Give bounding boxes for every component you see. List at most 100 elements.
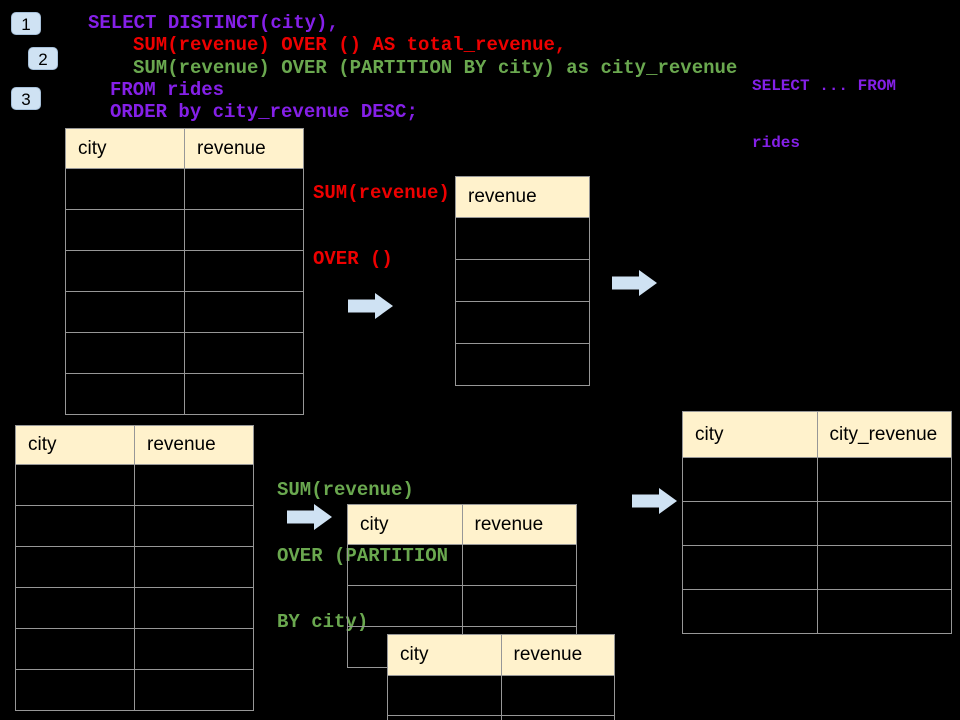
side-note-select-from-rides: SELECT ... FROM rides	[752, 39, 896, 191]
empty-cell	[184, 168, 304, 210]
empty-cell	[15, 587, 135, 629]
sql-line-from: FROM rides	[110, 79, 225, 101]
empty-cell	[461, 544, 577, 586]
column-header: city	[682, 411, 818, 458]
empty-cell	[816, 501, 952, 546]
empty-cell	[65, 291, 185, 333]
empty-cell	[682, 589, 818, 634]
step-badge-2: 2	[28, 47, 58, 70]
column-header: city	[387, 634, 502, 676]
empty-cell	[65, 209, 185, 251]
table-row	[682, 457, 952, 502]
table-row	[455, 217, 590, 260]
table-row	[15, 587, 254, 629]
empty-cell	[682, 457, 818, 502]
arrow-right-icon	[612, 270, 657, 296]
column-header: city	[15, 425, 135, 465]
side-note-line-2: rides	[752, 134, 801, 152]
column-header: revenue	[184, 128, 304, 169]
empty-cell	[184, 332, 304, 374]
table-row	[65, 250, 304, 292]
empty-cell	[15, 546, 135, 588]
table-row	[65, 332, 304, 374]
column-header: city	[65, 128, 185, 169]
table-row	[682, 589, 952, 634]
empty-cell	[15, 464, 135, 506]
empty-cell	[816, 545, 952, 590]
arrow-right-icon	[348, 293, 393, 319]
step-badge-1: 1	[11, 12, 41, 35]
empty-cell	[682, 545, 818, 590]
empty-cell	[184, 373, 304, 415]
table-row	[455, 343, 590, 386]
label-line: SUM(revenue)	[313, 182, 450, 204]
empty-cell	[184, 250, 304, 292]
empty-cell	[184, 209, 304, 251]
column-header: city_revenue	[816, 411, 952, 458]
side-note-line-1: SELECT ... FROM	[752, 77, 897, 95]
empty-cell	[347, 585, 463, 627]
empty-cell	[387, 675, 502, 716]
table-row	[682, 501, 952, 546]
empty-cell	[134, 628, 254, 670]
sql-line-select: SELECT DISTINCT(city),	[88, 12, 339, 34]
table-row	[65, 373, 304, 415]
label-line: SUM(revenue)	[277, 479, 414, 501]
empty-cell	[15, 669, 135, 711]
empty-cell	[65, 332, 185, 374]
table-row	[455, 301, 590, 344]
empty-cell	[15, 505, 135, 547]
empty-cell	[134, 587, 254, 629]
table-row	[347, 544, 577, 586]
table-row	[15, 546, 254, 588]
table-row	[682, 545, 952, 590]
sql-line-sum-total: SUM(revenue) OVER () AS total_revenue,	[133, 34, 567, 56]
empty-cell	[461, 585, 577, 627]
empty-cell	[455, 217, 590, 260]
empty-cell	[455, 301, 590, 344]
arrow-right-icon	[287, 504, 332, 530]
table-row	[455, 259, 590, 302]
empty-cell	[682, 501, 818, 546]
table-row	[347, 585, 577, 627]
table-row	[15, 669, 254, 711]
empty-cell	[387, 715, 502, 720]
empty-cell	[65, 250, 185, 292]
empty-cell	[455, 259, 590, 302]
empty-cell	[500, 675, 615, 716]
empty-cell	[816, 457, 952, 502]
column-header: city	[347, 504, 463, 545]
table-row	[15, 505, 254, 547]
empty-cell	[65, 168, 185, 210]
table-row	[387, 715, 615, 720]
sql-line-sum-partition: SUM(revenue) OVER (PARTITION BY city) as…	[133, 57, 738, 79]
table-row	[387, 675, 615, 716]
empty-cell	[134, 505, 254, 547]
table-row	[65, 209, 304, 251]
empty-cell	[15, 628, 135, 670]
column-header: revenue	[455, 176, 590, 218]
label-sum-over-total: SUM(revenue) OVER ()	[313, 138, 450, 314]
revenue-column-table: revenue	[455, 176, 590, 386]
empty-cell	[134, 669, 254, 711]
empty-cell	[184, 291, 304, 333]
column-header: revenue	[134, 425, 254, 465]
table-row	[15, 628, 254, 670]
empty-cell	[134, 546, 254, 588]
empty-cell	[65, 373, 185, 415]
table-row	[65, 291, 304, 333]
empty-cell	[816, 589, 952, 634]
step-badge-3: 3	[11, 87, 41, 110]
table-row	[15, 464, 254, 506]
empty-cell	[500, 715, 615, 720]
table-row	[65, 168, 304, 210]
column-header: revenue	[461, 504, 577, 545]
